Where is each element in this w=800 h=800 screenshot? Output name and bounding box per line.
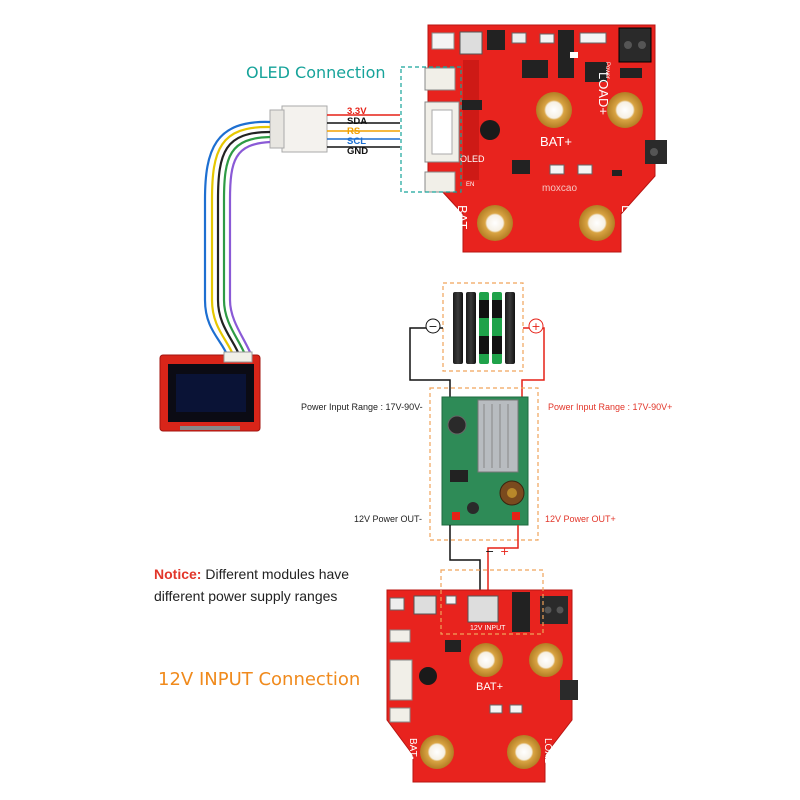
bms-board-bottom: 12V INPUT BAT+ BAT- LOAD- www.moxcao.com… <box>386 589 578 789</box>
battery-plus-symbol: + <box>531 320 540 333</box>
oled-cable <box>203 105 400 358</box>
notice-label: Notice: <box>154 566 202 582</box>
en-silkscreen: EN <box>466 182 474 188</box>
bottom-bat-minus-label: BAT- <box>407 738 418 759</box>
notice-text: Notice: Different modules have different… <box>154 563 384 607</box>
input-plus-label: Power Input Range : 17V-90V+ <box>548 402 673 412</box>
bat-minus-label: BAT- <box>455 205 470 233</box>
bottom-load-minus-label: LOAD- <box>542 738 553 769</box>
power-silkscreen: Power <box>604 62 610 79</box>
oled-silkscreen: OLED <box>460 154 485 164</box>
pin-label-3v3: 3.3V <box>347 106 367 117</box>
notice-body: Different modules have different power s… <box>154 566 350 604</box>
input-minus-label: Power Input Range : 17V-90V- <box>301 402 423 412</box>
dc-dc-converter-module <box>441 396 529 526</box>
oled-connector-highlight <box>400 66 462 193</box>
oled-connection-title: OLED Connection <box>246 63 386 82</box>
output-minus-symbol: − <box>485 545 494 558</box>
battery-minus-symbol: − <box>428 320 437 333</box>
bottom-url-silkscreen: www.moxcao.com <box>425 783 465 789</box>
input-connection-title: 12V INPUT Connection <box>158 669 361 690</box>
load-plus-label: LOAD+ <box>596 72 611 115</box>
oled-display-module <box>159 351 261 432</box>
brand-silkscreen: moxcao <box>542 183 577 194</box>
bat-plus-label: BAT+ <box>540 134 572 149</box>
model-silkscreen: MKBMS-LV_Master Mini V1.6 <box>540 253 606 259</box>
output-minus-label: 12V Power OUT- <box>354 514 423 524</box>
load-minus-label: LOAD- <box>619 205 634 245</box>
pin-label-scl: SCL <box>347 136 366 147</box>
url-silkscreen: www.moxcao.com <box>470 253 510 259</box>
pin-label-rs: RS <box>347 126 361 137</box>
output-plus-symbol: + <box>500 545 509 558</box>
input-connector-highlight <box>440 569 544 635</box>
bms-board-top: BAT+ LOAD+ BAT- LOAD- OLED Power moxcao … <box>424 24 667 259</box>
converter-highlight <box>429 387 539 541</box>
bottom-bat-plus-label: BAT+ <box>476 681 503 693</box>
output-plus-label: 12V Power OUT+ <box>545 514 616 524</box>
pin-label-gnd: GND <box>347 146 369 157</box>
battery-pack <box>453 292 515 364</box>
pin-label-sda: SDA <box>347 116 368 127</box>
bottom-12v-input-silkscreen: 12V INPUT <box>470 625 506 632</box>
bottom-model-silkscreen: MKBMS-LV_Master Mini V1.6 <box>480 783 546 789</box>
